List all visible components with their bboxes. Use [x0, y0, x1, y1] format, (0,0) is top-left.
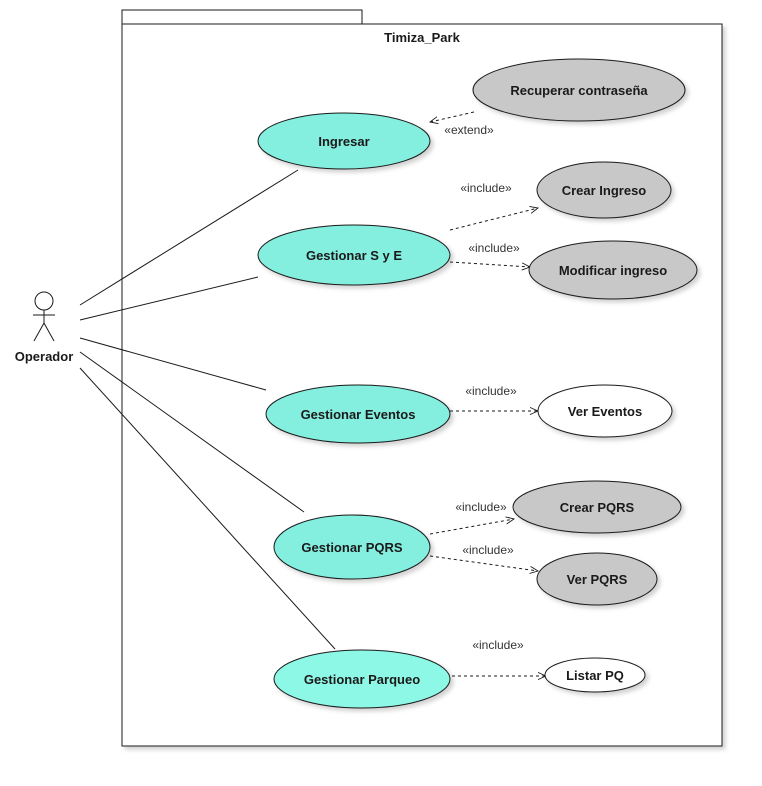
assoc-ingresar	[79, 169, 299, 306]
package-frame: Timiza_Park	[121, 9, 723, 747]
usecase-gestionar-parqueo-label: Gestionar Parqueo	[304, 672, 420, 687]
usecase-gestionar-parqueo-shape	[273, 649, 451, 709]
usecase-ver-pqrs[interactable]: Ver PQRS	[536, 552, 658, 606]
usecase-recuperar-contrasena-label: Recuperar contraseña	[510, 83, 648, 98]
include-arrow-ver-pqrs	[429, 555, 538, 571]
usecase-gestionar-pqrs[interactable]: Gestionar PQRS	[273, 514, 431, 580]
usecase-modificar-ingreso-shape	[528, 240, 698, 300]
usecase-gestionar-sye-label: Gestionar S y E	[306, 248, 402, 263]
usecase-ver-pqrs-label: Ver PQRS	[567, 572, 628, 587]
usecase-crear-ingreso-shape	[536, 161, 672, 219]
usecase-ingresar-label: Ingresar	[318, 134, 369, 149]
actor-left-leg	[33, 322, 45, 342]
usecase-gestionar-pqrs-shape	[273, 514, 431, 580]
include-label-ver-pqrs: «include»	[462, 543, 514, 557]
usecase-listar-pq-shape	[544, 657, 646, 693]
extend-arrow-recuperar	[430, 111, 475, 122]
usecase-gestionar-eventos[interactable]: Gestionar Eventos	[265, 384, 451, 444]
assoc-gestionar-pqrs	[79, 351, 305, 513]
include-label-crear-ingreso: «include»	[460, 181, 512, 195]
package-title: Timiza_Park	[384, 30, 460, 45]
usecase-ingresar[interactable]: Ingresar	[257, 112, 431, 170]
assoc-gestionar-eventos	[79, 337, 267, 391]
usecase-gestionar-pqrs-label: Gestionar PQRS	[301, 540, 402, 555]
include-arrow-modificar-ingreso	[449, 261, 530, 267]
include-label-modificar-ingreso: «include»	[468, 241, 520, 255]
usecase-gestionar-eventos-shape	[265, 384, 451, 444]
actor-head	[34, 291, 54, 311]
include-label-crear-pqrs: «include»	[455, 500, 507, 514]
usecase-ver-pqrs-shape	[536, 552, 658, 606]
usecase-gestionar-sye[interactable]: Gestionar S y E	[257, 224, 451, 286]
usecase-recuperar-contrasena-shape	[472, 58, 686, 122]
usecase-crear-ingreso-label: Crear Ingreso	[562, 183, 647, 198]
usecase-recuperar-contrasena[interactable]: Recuperar contraseña	[472, 58, 686, 122]
assoc-gestionar-parqueo	[79, 367, 336, 650]
dependencies	[429, 111, 546, 676]
usecase-crear-pqrs[interactable]: Crear PQRS	[512, 480, 682, 534]
usecase-ver-eventos-label: Ver Eventos	[568, 404, 642, 419]
usecase-ver-eventos[interactable]: Ver Eventos	[537, 384, 673, 438]
usecase-gestionar-parqueo[interactable]: Gestionar Parqueo	[273, 649, 451, 709]
usecase-ingresar-shape	[257, 112, 431, 170]
include-label-ver-eventos: «include»	[465, 384, 517, 398]
assoc-gestionar-sye	[79, 276, 259, 321]
usecase-modificar-ingreso[interactable]: Modificar ingreso	[528, 240, 698, 300]
usecase-listar-pq-label: Listar PQ	[566, 668, 624, 683]
associations	[79, 169, 336, 650]
usecase-crear-pqrs-shape	[512, 480, 682, 534]
package-tab	[121, 9, 363, 25]
usecase-gestionar-eventos-label: Gestionar Eventos	[301, 407, 416, 422]
usecase-listar-pq[interactable]: Listar PQ	[544, 657, 646, 693]
extend-label: «extend»	[444, 123, 494, 137]
actor-right-leg	[43, 322, 55, 342]
usecase-modificar-ingreso-label: Modificar ingreso	[559, 263, 667, 278]
usecase-crear-pqrs-label: Crear PQRS	[560, 500, 635, 515]
include-arrow-crear-pqrs	[429, 519, 514, 535]
include-label-listar-pq: «include»	[472, 638, 524, 652]
usecase-crear-ingreso[interactable]: Crear Ingreso	[536, 161, 672, 219]
actor-name: Operador	[15, 349, 74, 364]
usecase-ver-eventos-shape	[537, 384, 673, 438]
actor-operador[interactable]: Operador	[15, 291, 74, 364]
usecase-gestionar-sye-shape	[257, 224, 451, 286]
